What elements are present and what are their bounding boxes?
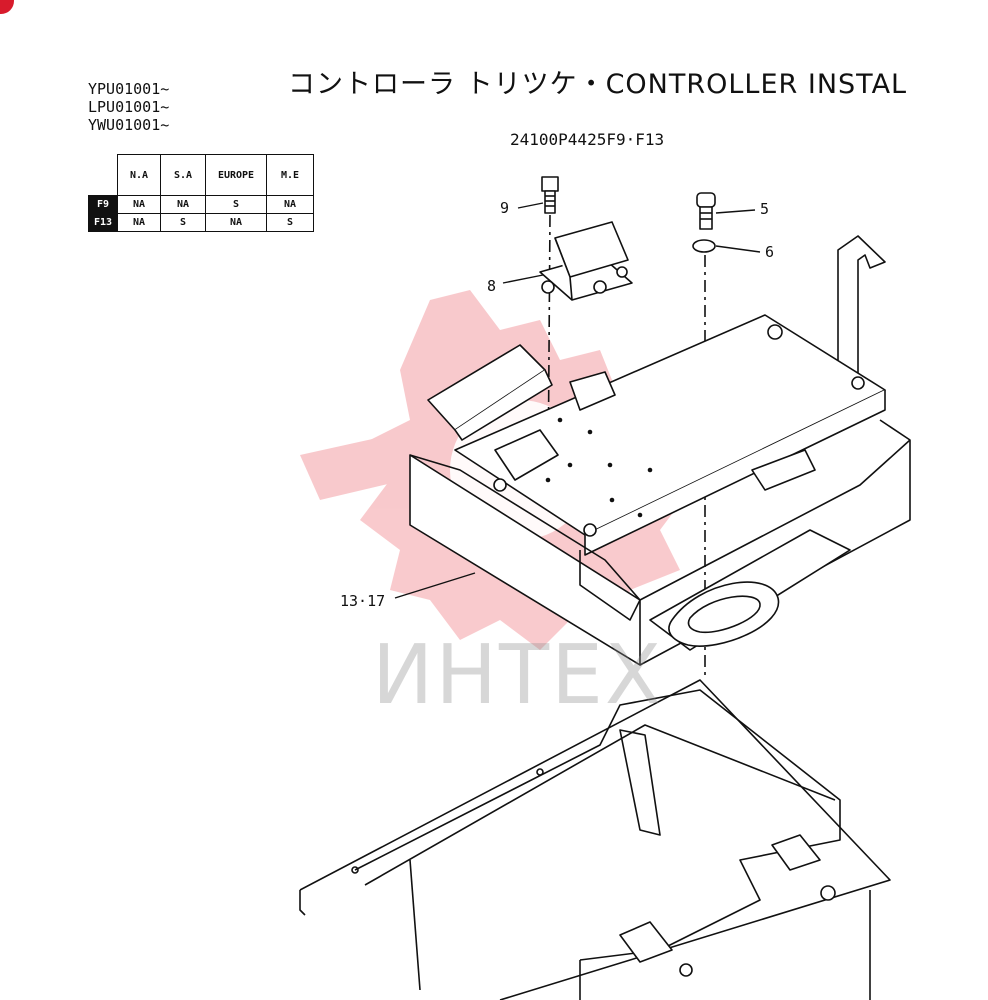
line-art: [299, 176, 911, 1000]
spec-table-corner: [88, 154, 118, 196]
spec-col-header: M.E: [266, 154, 314, 196]
washer-6-icon: [692, 239, 716, 253]
relay-8-icon: [539, 221, 633, 301]
callout-5: 5: [760, 200, 770, 218]
spec-table-header: N.A S.A EUROPE M.E: [88, 154, 314, 196]
callout-9: 9: [500, 199, 510, 217]
table-row: F13 NA S NA S: [88, 213, 314, 232]
watermark-text: ИНТЕХ: [372, 628, 664, 723]
callout-6: 6: [765, 243, 775, 261]
table-row: F9 NA NA S NA: [88, 195, 314, 214]
handle-ring-icon: [668, 581, 780, 647]
serial-number: LPU01001~: [88, 98, 170, 116]
bolt-5-icon: [696, 192, 716, 230]
serial-number: YPU01001~: [88, 80, 170, 98]
part-code: 24100P4425F9·F13: [510, 130, 665, 149]
spec-cell: S: [266, 213, 314, 232]
leader-lines: [394, 202, 761, 599]
bolt-9-icon: [541, 176, 559, 214]
spec-col-header: N.A: [117, 154, 161, 196]
spec-row-label: F13: [88, 213, 118, 232]
spec-table: N.A S.A EUROPE M.E F9 NA NA S NA F13 NA …: [88, 154, 314, 232]
callout-8: 8: [487, 277, 497, 295]
serial-number: YWU01001~: [88, 116, 170, 134]
diagram-title: コントローラ トリツケ・CONTROLLER INSTAL: [288, 69, 908, 100]
spec-row-label: F9: [88, 195, 118, 214]
spec-col-header: EUROPE: [205, 154, 267, 196]
callout-13-17: 13·17: [340, 592, 386, 610]
